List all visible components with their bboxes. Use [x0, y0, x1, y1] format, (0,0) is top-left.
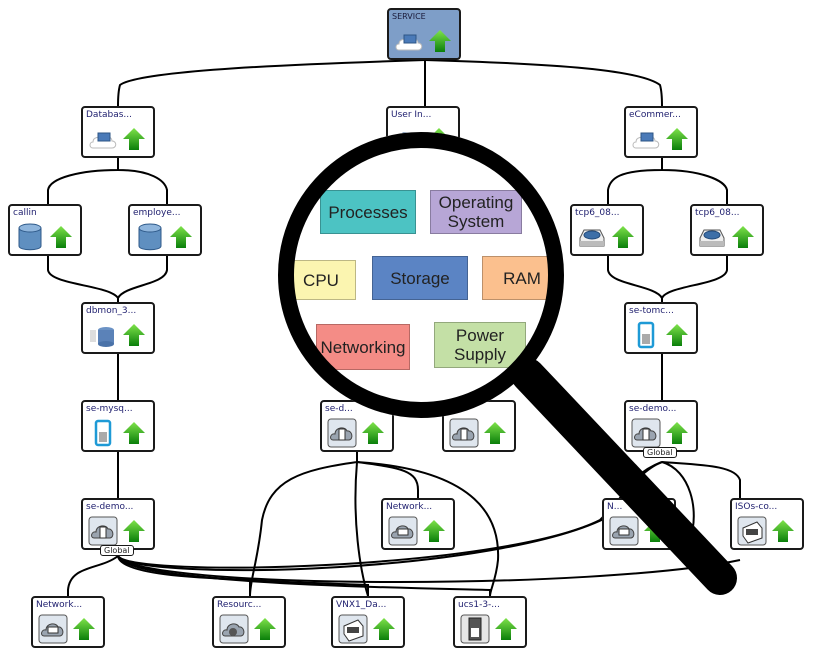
node-label: Databas... — [86, 110, 132, 120]
blade-server-icon — [460, 614, 490, 644]
node-resource[interactable]: Resourc... — [212, 596, 286, 648]
node-label: se-tomc... — [629, 306, 674, 316]
node-label: employe... — [133, 208, 181, 218]
node-netright[interactable]: N... — [602, 498, 676, 550]
up-arrow-icon — [427, 127, 451, 151]
up-arrow-icon — [361, 421, 385, 445]
cloud-server-icon — [631, 418, 661, 448]
up-arrow-icon — [494, 617, 518, 641]
database-server-icon — [88, 320, 118, 350]
cloud-laptop-icon — [393, 124, 423, 154]
node-dbmon[interactable]: dbmon_3... — [81, 302, 155, 354]
up-arrow-icon — [122, 519, 146, 543]
storage-array-icon — [338, 614, 368, 644]
node-label: tcp6_08... — [695, 208, 740, 218]
up-arrow-icon — [49, 225, 73, 249]
node-employee[interactable]: employe... — [128, 204, 202, 256]
database-cylinder-icon — [15, 222, 45, 252]
node-vnx1[interactable]: VNX1_Da... — [331, 596, 405, 648]
node-label: se-d... — [325, 404, 353, 414]
node-callin[interactable]: callin — [8, 204, 82, 256]
node-tcp6a[interactable]: tcp6_08... — [570, 204, 644, 256]
cloud-server-icon — [88, 516, 118, 546]
up-arrow-icon — [122, 421, 146, 445]
node-setomc[interactable]: se-tomc... — [624, 302, 698, 354]
node-netmid[interactable]: Network... — [381, 498, 455, 550]
node-ucs1[interactable]: ucs1-3-... — [453, 596, 527, 648]
up-arrow-icon — [422, 519, 446, 543]
node-label: dbmon_3... — [86, 306, 137, 316]
up-arrow-icon — [611, 225, 635, 249]
up-arrow-icon — [665, 421, 689, 445]
node-label: Network... — [36, 600, 83, 610]
node-ecommerce[interactable]: eCommer... — [624, 106, 698, 158]
cloud-server-icon — [449, 418, 479, 448]
up-arrow-icon — [428, 29, 452, 53]
node-tcp6b[interactable]: tcp6_08... — [690, 204, 764, 256]
up-arrow-icon — [372, 617, 396, 641]
node-label: SERVICE — [392, 12, 426, 21]
global-tag: Global — [100, 545, 134, 556]
up-arrow-icon — [253, 617, 277, 641]
node-netbottom[interactable]: Network... — [31, 596, 105, 648]
global-tag: Global — [643, 447, 677, 458]
node-label: User In... — [391, 110, 432, 120]
up-arrow-icon — [122, 127, 146, 151]
cloud-server-icon — [327, 418, 357, 448]
node-label: N... — [607, 502, 623, 512]
cloud-network-icon — [609, 516, 639, 546]
cloud-network-icon — [38, 614, 68, 644]
node-label: Network... — [386, 502, 433, 512]
node-label: ISOs-co... — [735, 502, 778, 512]
node-label: se-demo... — [629, 404, 677, 414]
up-arrow-icon — [665, 323, 689, 347]
vm-icon — [631, 320, 661, 350]
up-arrow-icon — [72, 617, 96, 641]
up-arrow-icon — [483, 421, 507, 445]
database-cylinder-icon — [135, 222, 165, 252]
cloud-laptop-icon — [88, 124, 118, 154]
cloud-resource-icon — [219, 614, 249, 644]
node-userin[interactable]: User In... — [386, 106, 460, 158]
cloud-laptop-icon — [394, 26, 424, 56]
node-isos[interactable]: ISOs-co... — [730, 498, 804, 550]
vm-icon — [88, 418, 118, 448]
up-arrow-icon — [665, 127, 689, 151]
node-label: VNX1_Da... — [336, 600, 387, 610]
up-arrow-icon — [731, 225, 755, 249]
node-label: Resourc... — [217, 600, 262, 610]
node-sedemoR[interactable]: se-demo... — [624, 400, 698, 452]
cloud-network-icon — [388, 516, 418, 546]
up-arrow-icon — [771, 519, 795, 543]
cloud-laptop-icon — [631, 124, 661, 154]
storage-array-icon — [737, 516, 767, 546]
node-database[interactable]: Databas... — [81, 106, 155, 158]
hard-drive-icon — [577, 222, 607, 252]
node-label: se-mysq... — [86, 404, 133, 414]
node-semid2[interactable] — [442, 400, 516, 452]
node-label: ucs1-3-... — [458, 600, 500, 610]
up-arrow-icon — [643, 519, 667, 543]
node-label: tcp6_08... — [575, 208, 620, 218]
up-arrow-icon — [169, 225, 193, 249]
node-label: callin — [13, 208, 37, 218]
node-sedemoL[interactable]: se-demo... — [81, 498, 155, 550]
node-semysq[interactable]: se-mysq... — [81, 400, 155, 452]
node-label: eCommer... — [629, 110, 681, 120]
node-semid1[interactable]: se-d... — [320, 400, 394, 452]
node-service[interactable]: SERVICE — [387, 8, 461, 60]
node-label: se-demo... — [86, 502, 134, 512]
hard-drive-icon — [697, 222, 727, 252]
up-arrow-icon — [122, 323, 146, 347]
